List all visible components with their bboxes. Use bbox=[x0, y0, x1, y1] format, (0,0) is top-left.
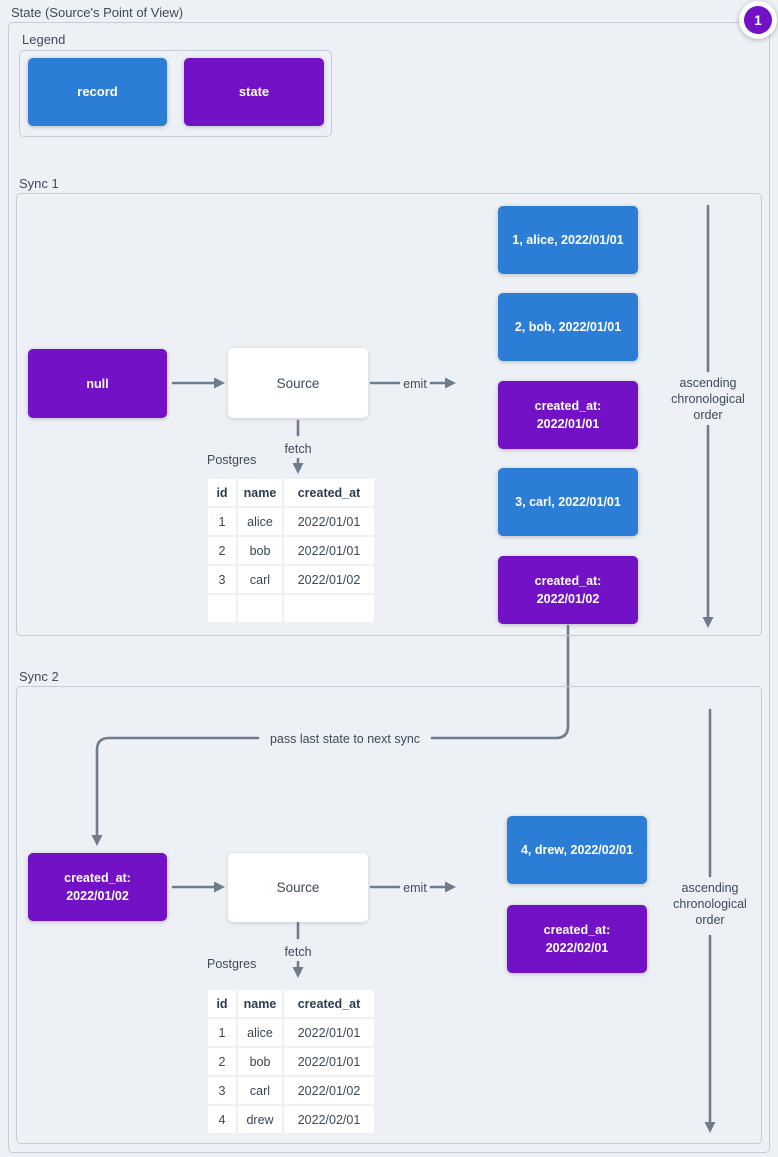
table-cell: 2022/01/02 bbox=[284, 566, 374, 593]
sync2-order-label: ascending chronological order bbox=[673, 881, 747, 927]
sync1-source-label: Source bbox=[276, 375, 320, 391]
sync1-postgres-table: id name created_at 1 alice 2022/01/01 2 … bbox=[208, 479, 374, 622]
table-cell: 2 bbox=[208, 1048, 236, 1075]
sync1-emitted-record-2-text: 2, bob, 2022/01/01 bbox=[514, 320, 622, 334]
sync2-th-id: id bbox=[208, 990, 236, 1017]
table-cell: alice bbox=[238, 508, 282, 535]
legend-container bbox=[19, 50, 332, 137]
sync1-emitted-record-2: 2, bob, 2022/01/01 bbox=[498, 293, 638, 361]
table-cell: 3 bbox=[208, 566, 236, 593]
sync1-fetch-label: fetch bbox=[284, 442, 312, 456]
sync2-emitted-state-1: created_at: 2022/02/01 bbox=[507, 905, 647, 973]
sync1-emitted-record-3: 3, carl, 2022/01/01 bbox=[498, 468, 638, 536]
sync1-emitted-record-1-text: 1, alice, 2022/01/01 bbox=[512, 233, 624, 247]
table-cell: 2022/02/01 bbox=[284, 1106, 374, 1133]
table-cell: bob bbox=[238, 537, 282, 564]
sync2-emitted-state-1-text: created_at: 2022/02/01 bbox=[543, 923, 611, 955]
sync1-th-name: name bbox=[238, 479, 282, 506]
table-cell: 2022/01/01 bbox=[284, 1019, 374, 1046]
table-cell: carl bbox=[238, 566, 282, 593]
table-cell: 1 bbox=[208, 508, 236, 535]
table-cell: carl bbox=[238, 1077, 282, 1104]
step-badge: 1 bbox=[739, 1, 777, 39]
table-cell bbox=[238, 595, 282, 622]
table-cell: bob bbox=[238, 1048, 282, 1075]
pass-state-label: pass last state to next sync bbox=[269, 732, 421, 746]
legend-record-label: record bbox=[77, 84, 118, 99]
sync1-source-box: Source bbox=[228, 348, 368, 418]
sync1-emit-label: emit bbox=[403, 377, 427, 391]
sync2-source-label: Source bbox=[276, 880, 320, 895]
legend-label: Legend bbox=[22, 32, 66, 47]
step-badge-number: 1 bbox=[744, 6, 772, 34]
sync2-th-name: name bbox=[238, 990, 282, 1017]
sync2-emitted-record-1: 4, drew, 2022/02/01 bbox=[507, 816, 647, 884]
table-cell: 2022/01/01 bbox=[284, 508, 374, 535]
table-cell: 2022/01/02 bbox=[284, 1077, 374, 1104]
sync1-label: Sync 1 bbox=[19, 176, 59, 191]
legend-state-swatch: state bbox=[184, 58, 324, 126]
sync1-emitted-record-1: 1, alice, 2022/01/01 bbox=[498, 206, 638, 274]
sync1-emitted-state-2-text: created_at: 2022/01/02 bbox=[534, 574, 602, 606]
table-cell: 2 bbox=[208, 537, 236, 564]
sync2-postgres-table: id name created_at 1 alice 2022/01/01 2 … bbox=[208, 990, 374, 1133]
sync1-emitted-state-1-text: created_at: 2022/01/01 bbox=[534, 399, 602, 431]
state-pov-container bbox=[8, 22, 770, 1153]
sync2-fetch-label: fetch bbox=[284, 945, 312, 959]
sync2-emitted-record-1-text: 4, drew, 2022/02/01 bbox=[520, 843, 634, 857]
sync2-th-created-at: created_at bbox=[284, 990, 374, 1017]
sync2-emit-label: emit bbox=[403, 881, 427, 895]
legend-state-label: state bbox=[238, 84, 270, 99]
sync1-emitted-record-3-text: 3, carl, 2022/01/01 bbox=[515, 495, 621, 509]
table-cell: 3 bbox=[208, 1077, 236, 1104]
sync1-postgres-label: Postgres bbox=[207, 453, 257, 467]
sync2-container bbox=[16, 686, 762, 1144]
table-cell: 2022/01/01 bbox=[284, 1048, 374, 1075]
sync1-input-state-text: null bbox=[86, 376, 109, 391]
sync1-th-created-at: created_at bbox=[284, 479, 374, 506]
legend-record-swatch: record bbox=[28, 58, 167, 126]
table-cell: 4 bbox=[208, 1106, 236, 1133]
sync2-input-state-text: created_at: 2022/01/02 bbox=[64, 871, 131, 903]
sync2-postgres-label: Postgres bbox=[207, 957, 257, 971]
sync2-source-box: Source bbox=[228, 853, 368, 922]
sync2-input-state-box: created_at: 2022/01/02 bbox=[28, 853, 167, 921]
page-title: State (Source's Point of View) bbox=[11, 5, 184, 20]
sync1-th-id: id bbox=[208, 479, 236, 506]
table-cell: alice bbox=[238, 1019, 282, 1046]
sync1-order-label: ascending chronological order bbox=[671, 376, 745, 422]
sync1-emitted-state-2: created_at: 2022/01/02 bbox=[498, 556, 638, 624]
table-cell bbox=[208, 595, 236, 622]
table-cell: 2022/01/01 bbox=[284, 537, 374, 564]
table-cell: drew bbox=[238, 1106, 282, 1133]
sync1-container bbox=[16, 193, 762, 636]
table-cell: 1 bbox=[208, 1019, 236, 1046]
sync1-input-state-box: null bbox=[28, 349, 167, 418]
sync2-label: Sync 2 bbox=[19, 669, 59, 684]
table-cell bbox=[284, 595, 374, 622]
sync1-emitted-state-1: created_at: 2022/01/01 bbox=[498, 381, 638, 449]
